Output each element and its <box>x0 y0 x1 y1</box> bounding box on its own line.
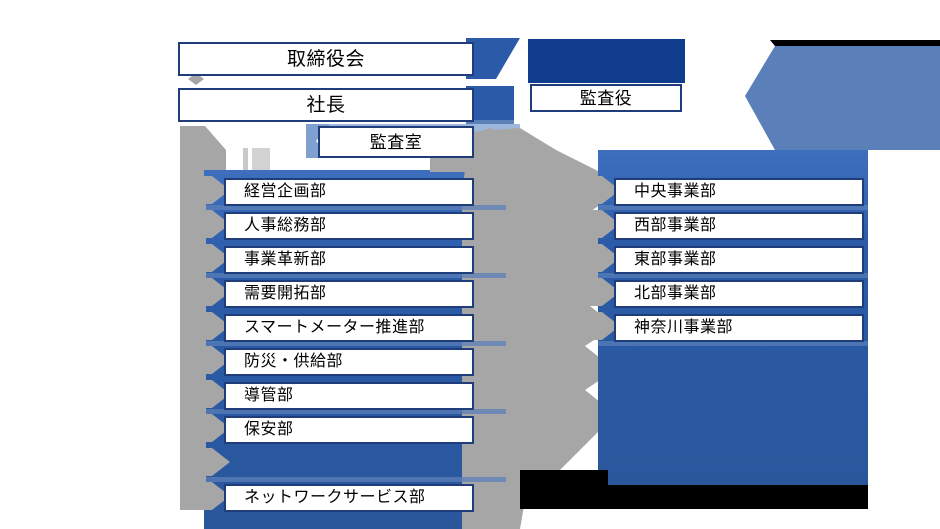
left-column-chevrons <box>180 176 230 510</box>
spine-gray-upper <box>180 126 270 176</box>
dept-label: 保安部 <box>244 421 294 438</box>
node-president-label: 社長 <box>306 94 346 116</box>
division-label: 神奈川事業部 <box>634 319 734 336</box>
division-label: 北部事業部 <box>634 285 717 302</box>
dept-jigyo-kakushin[interactable]: 事業革新部 <box>224 246 474 274</box>
division-hokubu[interactable]: 北部事業部 <box>614 280 864 308</box>
board-row-connector <box>466 38 520 79</box>
right-row-highlights <box>598 205 868 346</box>
dept-jinji-somu[interactable]: 人事総務部 <box>224 212 474 240</box>
right-column-chevrons <box>570 176 620 340</box>
division-seibu[interactable]: 西部事業部 <box>614 212 864 240</box>
division-chuo[interactable]: 中央事業部 <box>614 178 864 206</box>
node-audit-office[interactable]: 監査室 <box>318 126 474 158</box>
dept-smart-meter[interactable]: スマートメーター推進部 <box>224 314 474 342</box>
division-label: 東部事業部 <box>634 251 717 268</box>
division-label: 西部事業部 <box>634 217 717 234</box>
dept-label: 導管部 <box>244 387 294 404</box>
dept-label: ネットワークサービス部 <box>244 489 426 506</box>
dept-label: スマートメーター推進部 <box>244 319 426 336</box>
dept-hoan[interactable]: 保安部 <box>224 416 474 444</box>
dept-label: 防災・供給部 <box>244 353 344 370</box>
node-board-label: 取締役会 <box>286 48 365 70</box>
spine-gray-main <box>430 128 600 529</box>
dept-label: 需要開拓部 <box>244 285 327 302</box>
node-auditor[interactable]: 監査役 <box>530 84 682 112</box>
dept-label: 人事総務部 <box>244 217 327 234</box>
dept-juyo-kaitaku[interactable]: 需要開拓部 <box>224 280 474 308</box>
dept-label: 経営企画部 <box>244 183 327 200</box>
division-tobu[interactable]: 東部事業部 <box>614 246 864 274</box>
dept-keiei-kikaku[interactable]: 経営企画部 <box>224 178 474 206</box>
node-board[interactable]: 取締役会 <box>178 42 474 76</box>
auditor-header-block <box>528 39 685 83</box>
board-president-diamond-connector <box>188 73 204 85</box>
dept-bosai-kyokyu[interactable]: 防災・供給部 <box>224 348 474 376</box>
dept-network-service[interactable]: ネットワークサービス部 <box>224 484 474 512</box>
top-right-chevron <box>745 40 940 150</box>
node-audit-office-label: 監査室 <box>369 132 423 152</box>
bottom-crop-band <box>520 470 608 509</box>
division-kanagawa[interactable]: 神奈川事業部 <box>614 314 864 342</box>
node-auditor-label: 監査役 <box>579 88 633 108</box>
division-label: 中央事業部 <box>634 183 717 200</box>
dept-label: 事業革新部 <box>244 251 327 268</box>
node-president[interactable]: 社長 <box>178 88 474 122</box>
dept-dokan[interactable]: 導管部 <box>224 382 474 410</box>
left-row-highlights <box>206 205 506 482</box>
